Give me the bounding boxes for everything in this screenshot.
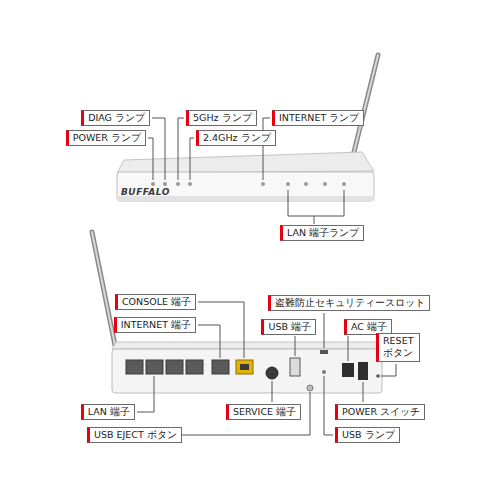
callout-box: USB ランプ xyxy=(335,427,400,443)
leader-line xyxy=(198,302,244,358)
callout-box: 5GHz ランプ xyxy=(186,110,257,126)
callout-box: USB 端子 xyxy=(261,319,316,335)
callout-box: DIAG ランプ xyxy=(81,110,150,126)
leader-line xyxy=(198,325,220,358)
led xyxy=(261,182,265,186)
callout-box: SERVICE 端子 xyxy=(226,404,301,420)
leader-line xyxy=(152,118,165,180)
leader-line xyxy=(137,376,154,412)
antenna-highlight xyxy=(352,55,378,160)
security-slot xyxy=(320,350,328,354)
leader-line xyxy=(263,118,270,180)
leader-line xyxy=(190,138,194,180)
console-port-inner xyxy=(240,364,249,370)
leader-line xyxy=(381,364,396,376)
led xyxy=(188,182,192,186)
leader-line xyxy=(324,313,325,348)
leader-line xyxy=(324,376,333,435)
leader-lines xyxy=(137,118,396,435)
callout-box: 2.4GHz ランプ xyxy=(196,130,276,146)
console-port xyxy=(236,360,253,374)
leader-line xyxy=(148,138,153,180)
power-switch xyxy=(358,362,368,380)
callout-text: LAN 端子 xyxy=(88,406,130,418)
lan-port xyxy=(186,360,203,374)
callout-text: 2.4GHz ランプ xyxy=(203,132,271,144)
led xyxy=(342,182,346,186)
callout-text: AC 端子 xyxy=(351,321,387,333)
callout-text: INTERNET 端子 xyxy=(121,319,191,331)
led xyxy=(163,182,167,186)
callout-box: CONSOLE 端子 xyxy=(115,294,196,310)
led xyxy=(304,182,308,186)
usb-port xyxy=(290,358,300,376)
callout-text: RESET ボタン xyxy=(383,335,415,360)
leader-line xyxy=(295,336,296,356)
leader-line xyxy=(314,216,315,224)
callout-text: USB ランプ xyxy=(342,429,395,441)
leader-line xyxy=(348,336,349,361)
led xyxy=(151,182,155,186)
callout-box: INTERNET 端子 xyxy=(114,317,196,333)
front-router xyxy=(117,55,378,201)
led xyxy=(176,182,180,186)
antenna xyxy=(352,55,378,160)
leader-line xyxy=(182,392,310,435)
brand-logo: BUFFALO xyxy=(121,187,170,197)
ac-jack xyxy=(342,363,354,377)
back-face xyxy=(112,349,382,393)
leader-line xyxy=(272,381,273,402)
bracket xyxy=(288,190,344,216)
service-port xyxy=(266,367,278,379)
led xyxy=(286,182,290,186)
callout-text: CONSOLE 端子 xyxy=(122,296,191,308)
callout-text: POWER ランプ xyxy=(73,132,141,144)
leader-line xyxy=(363,382,364,402)
callout-text: LAN 端子ランプ xyxy=(287,227,359,239)
callout-text: INTERNET ランプ xyxy=(279,112,359,124)
lan-port xyxy=(166,360,183,374)
callout-box: LAN 端子ランプ xyxy=(280,225,364,241)
leader-line xyxy=(178,118,184,180)
callout-box: POWER スイッチ xyxy=(335,404,425,420)
top-face xyxy=(117,152,374,173)
usb-lamp xyxy=(322,370,326,374)
internet-port xyxy=(212,360,229,374)
callout-box: INTERNET ランプ xyxy=(272,110,364,126)
front-face xyxy=(117,172,374,201)
callout-box: POWER ランプ xyxy=(66,130,146,146)
usb-eject-button xyxy=(307,385,313,391)
lan-port xyxy=(146,360,163,374)
lan-port xyxy=(126,360,143,374)
top-face xyxy=(112,342,382,349)
callout-text: DIAG ランプ xyxy=(88,112,145,124)
callout-text: 5GHz ランプ xyxy=(193,112,252,124)
led xyxy=(323,182,327,186)
callout-text: SERVICE 端子 xyxy=(233,406,296,418)
callout-box: 盗難防止セキュリティースロット xyxy=(268,295,430,311)
callout-text: USB EJECT ボタン xyxy=(94,429,177,441)
callout-text: POWER スイッチ xyxy=(342,406,420,418)
reset-button xyxy=(376,374,380,378)
back-router xyxy=(92,232,382,393)
callout-text: 盗難防止セキュリティースロット xyxy=(275,297,425,309)
callout-box: RESET ボタン xyxy=(376,333,420,362)
callout-box: LAN 端子 xyxy=(81,404,135,420)
callout-text: USB 端子 xyxy=(268,321,311,333)
callout-box: USB EJECT ボタン xyxy=(87,427,182,443)
